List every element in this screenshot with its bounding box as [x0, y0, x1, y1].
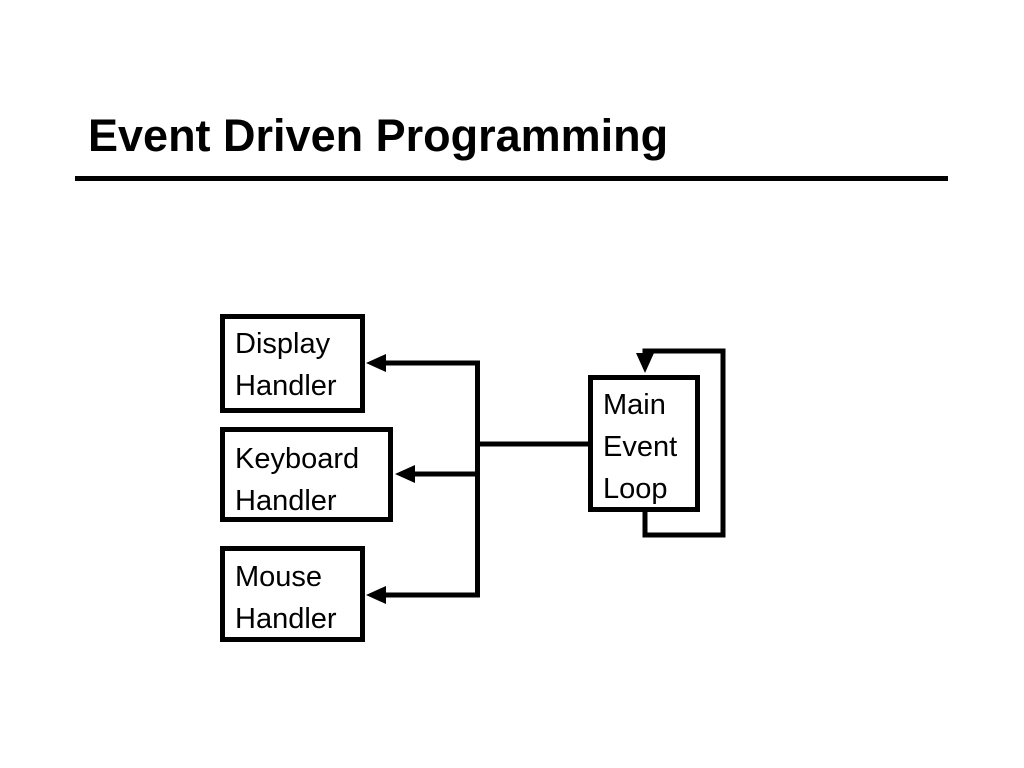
mouse-handler-box: Mouse Handler — [220, 546, 365, 642]
arrowhead-display — [366, 354, 386, 372]
slide-title: Event Driven Programming — [88, 110, 669, 161]
display-handler-box: Display Handler — [220, 314, 365, 413]
mouse-handler-label-line1: Mouse — [235, 561, 323, 593]
mouse-handler-label-line2: Handler — [235, 603, 337, 635]
main-event-loop-label-line2: Event — [603, 431, 678, 463]
self-loop-path — [642, 348, 726, 538]
display-handler-label-line1: Display — [235, 328, 331, 360]
title-underline-rule — [75, 176, 948, 181]
keyboard-handler-box: Keyboard Handler — [220, 427, 393, 522]
main-event-loop-box: Main Event Loop — [588, 375, 700, 512]
arrowhead-mouse — [366, 586, 386, 604]
keyboard-handler-label-line1: Keyboard — [235, 443, 360, 475]
main-event-loop-label-line1: Main — [603, 389, 666, 421]
arrowhead-keyboard — [395, 465, 415, 483]
main-event-loop-label-line3: Loop — [603, 473, 668, 505]
keyboard-handler-label-line2: Handler — [235, 485, 337, 517]
self-loop-arrowhead — [636, 353, 654, 373]
display-handler-label-line2: Handler — [235, 370, 337, 402]
